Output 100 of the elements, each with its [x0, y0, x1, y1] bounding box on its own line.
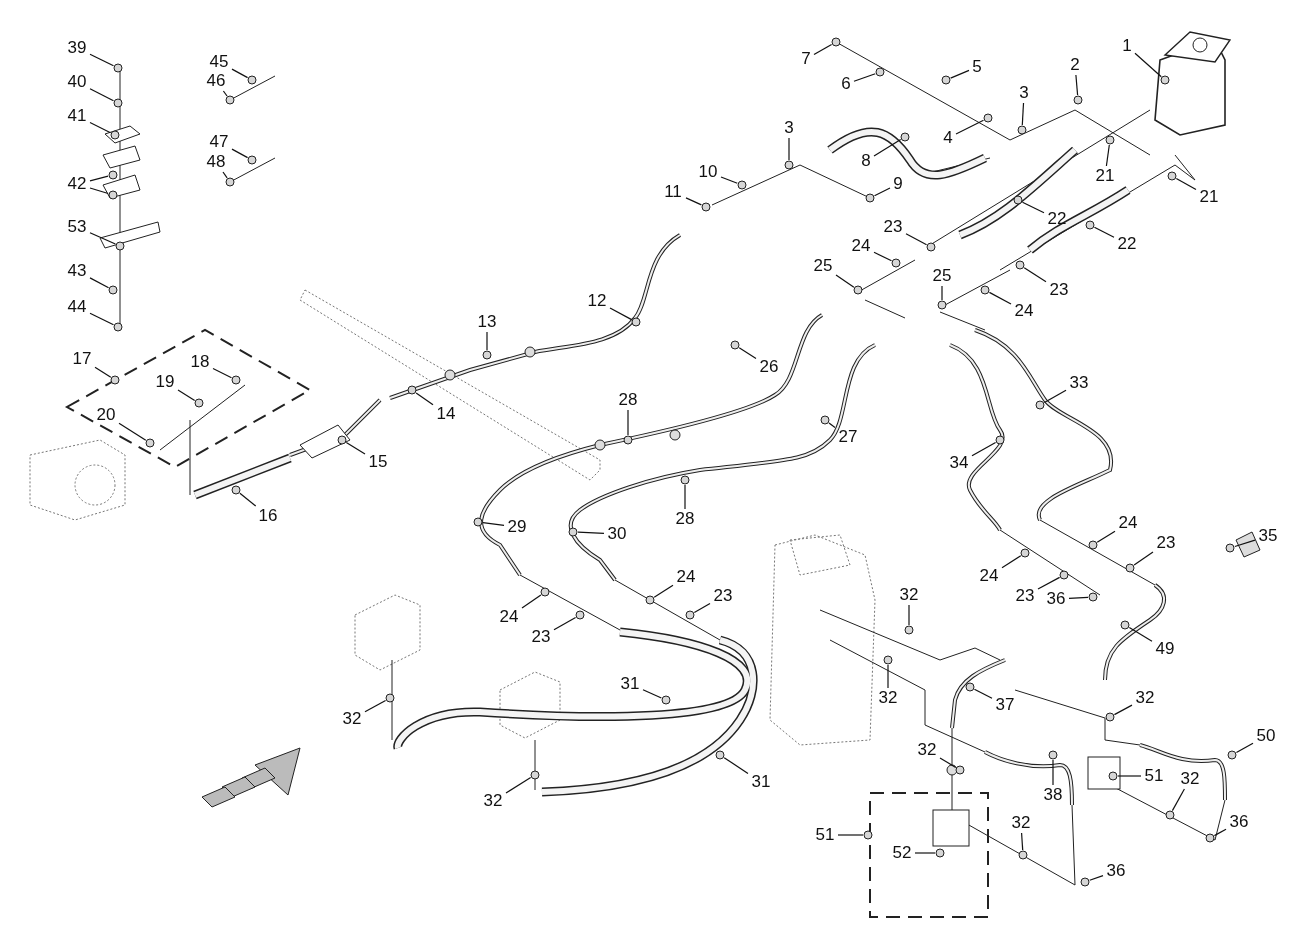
leader-line [1128, 627, 1153, 642]
fitting [194, 398, 204, 408]
leader-line [1134, 52, 1162, 78]
fitting [1165, 810, 1175, 820]
fitting [904, 625, 914, 635]
callout-number: 34 [949, 454, 969, 472]
fitting [983, 113, 993, 123]
callout-number: 24 [1014, 302, 1034, 320]
leader-line [482, 522, 505, 526]
callout-number: 10 [698, 163, 718, 181]
fitting [110, 130, 120, 140]
fitting [1080, 877, 1090, 887]
leader-line [971, 441, 997, 457]
callout-number: 40 [67, 73, 87, 91]
fitting [1088, 592, 1098, 602]
callout-number: 46 [206, 72, 226, 90]
leader-line [873, 251, 893, 262]
callout-number: 53 [67, 218, 87, 236]
fitting [1073, 95, 1083, 105]
callout-number: 11 [664, 183, 682, 201]
fitting [891, 258, 901, 268]
callout-number: 52 [892, 844, 912, 862]
leader-line [345, 442, 366, 455]
callout-number: 24 [499, 608, 519, 626]
callout-number: 49 [1155, 640, 1175, 658]
fitting [965, 682, 975, 692]
leader-line [973, 688, 993, 699]
leader-line [955, 119, 985, 135]
fitting [225, 95, 235, 105]
callout-number: 13 [477, 313, 497, 331]
leader-line [1043, 389, 1067, 404]
callout-number: 26 [759, 358, 779, 376]
fitting [110, 375, 120, 385]
callout-number: 48 [206, 153, 226, 171]
callout-number: 9 [893, 175, 903, 193]
leader-line [486, 331, 488, 351]
leader-line [1021, 832, 1024, 851]
callout-number: 12 [587, 292, 607, 310]
fitting [831, 37, 841, 47]
leader-line [950, 69, 970, 79]
callout-number: 24 [979, 567, 999, 585]
callout-number: 38 [1043, 786, 1063, 804]
leader-line [1093, 226, 1115, 238]
fitting [955, 765, 965, 775]
fitting [231, 375, 241, 385]
fitting [1120, 620, 1130, 630]
callout-number: 5 [972, 58, 982, 76]
leader-line [1096, 530, 1116, 543]
leader-line [835, 274, 855, 288]
fitting [1018, 850, 1028, 860]
leader-line [1117, 775, 1142, 777]
callout-number: 42 [67, 175, 87, 193]
callout-number: 51 [815, 826, 835, 844]
leader-line [239, 492, 257, 507]
fitting [145, 438, 155, 448]
fitting [1108, 771, 1118, 781]
fitting [784, 160, 794, 170]
callout-number: 41 [67, 107, 87, 125]
fitting [1125, 563, 1135, 573]
leader-line [89, 277, 110, 289]
callout-number: 47 [209, 133, 229, 151]
leader-line [720, 176, 738, 184]
leader-line [89, 88, 115, 102]
leader-line [1052, 759, 1054, 786]
leader-line [684, 484, 686, 510]
leader-line [89, 121, 112, 134]
callout-number: 31 [751, 773, 771, 791]
callout-number: 32 [899, 586, 919, 604]
fitting [1088, 540, 1098, 550]
leader-line [89, 187, 109, 195]
fitting [623, 435, 633, 445]
callout-number: 1 [1122, 37, 1132, 55]
callout-number: 15 [368, 453, 388, 471]
leader-line [1075, 74, 1079, 96]
fitting [575, 610, 585, 620]
callout-number: 45 [209, 53, 229, 71]
fitting [685, 610, 695, 620]
fitting [540, 587, 550, 597]
callout-number: 4 [943, 129, 953, 147]
fitting [980, 285, 990, 295]
fitting [108, 170, 118, 180]
callout-number: 24 [676, 568, 696, 586]
callout-number: 32 [1135, 689, 1155, 707]
leader-line [887, 664, 889, 689]
callout-number: 32 [1011, 814, 1031, 832]
leader-line [653, 584, 674, 598]
callout-number: 32 [342, 710, 362, 728]
fitting [108, 190, 118, 200]
callout-number: 44 [67, 298, 87, 316]
fitting [482, 350, 492, 360]
fitting [1160, 75, 1170, 85]
callout-number: 23 [531, 628, 551, 646]
callout-number: 25 [932, 267, 952, 285]
fitting [900, 132, 910, 142]
fitting [680, 475, 690, 485]
fitting [1035, 400, 1045, 410]
leader-line [521, 594, 542, 609]
fitting [1225, 543, 1235, 553]
callout-number: 6 [841, 75, 851, 93]
callout-number: 37 [995, 696, 1015, 714]
